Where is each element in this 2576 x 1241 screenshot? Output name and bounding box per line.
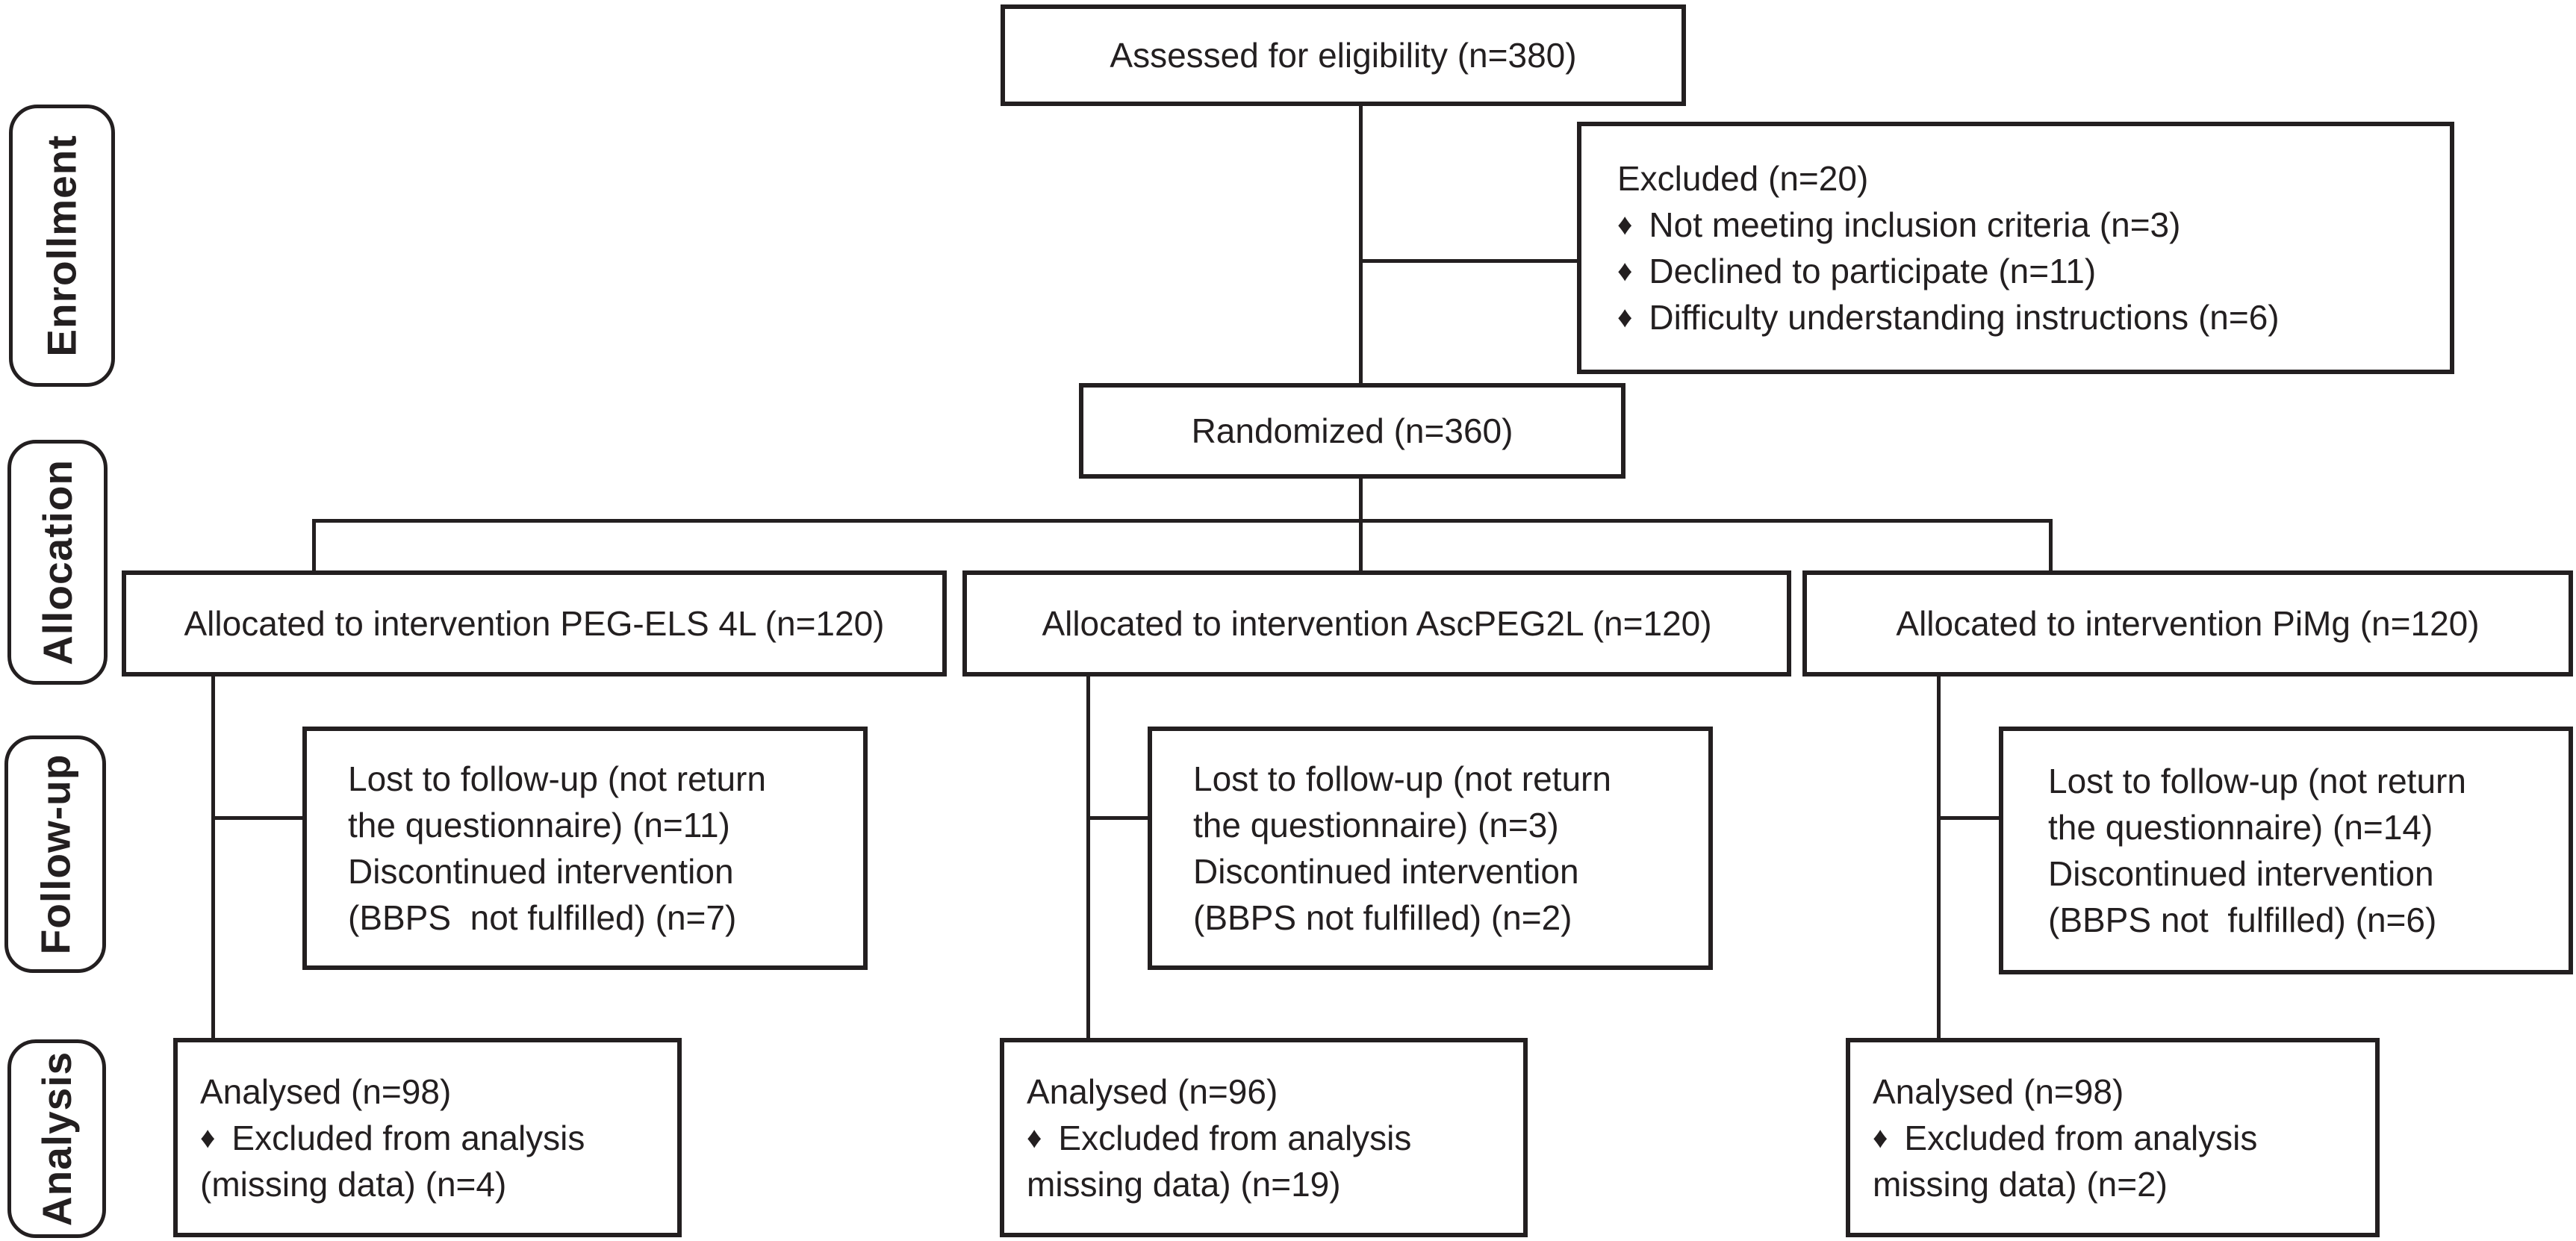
stage-label-enrollment-text: Enrollment (39, 134, 85, 357)
followup-box-arm1: Lost to follow-up (not return the questi… (302, 727, 868, 970)
allocation-text: Allocated to intervention PEG-ELS 4L (n=… (184, 604, 885, 643)
followup-line: the questionnaire) (n=3) (1193, 806, 1559, 845)
followup-line: Discontinued intervention (1193, 852, 1579, 891)
connector-assessed-to-randomized (1359, 105, 1363, 385)
connector-arm2-vertical (1086, 674, 1090, 1040)
analysis-bullet-row: ♦ Excluded from analysis (1873, 1115, 2257, 1161)
followup-line: Lost to follow-up (not return (2048, 762, 2466, 800)
excluded-bullet-text: Difficulty understanding instructions (n… (1649, 298, 2280, 337)
excluded-title: Excluded (n=20) (1617, 159, 1869, 198)
stage-label-allocation-text: Allocation (34, 459, 81, 665)
connector-arm1-followup-branch (211, 816, 305, 820)
analysis-excluded-text: Excluded from analysis (1058, 1118, 1412, 1157)
connector-drop-arm3 (2049, 519, 2053, 573)
allocation-box-pimg: Allocated to intervention PiMg (n=120) (1802, 570, 2573, 677)
analysis-excluded-detail: missing data) (n=2) (1873, 1164, 2168, 1204)
analysis-excluded-text: Excluded from analysis (1904, 1118, 2258, 1157)
stage-label-analysis: Analysis (7, 1039, 106, 1238)
analysed-line: Analysed (n=98) (1873, 1072, 2124, 1111)
followup-line: the questionnaire) (n=14) (2048, 808, 2433, 847)
analysed-line: Analysed (n=98) (200, 1072, 452, 1111)
followup-box-arm3: Lost to follow-up (not return the questi… (1999, 727, 2573, 974)
excluded-bullet-text: Not meeting inclusion criteria (n=3) (1649, 205, 2181, 244)
connector-drop-arm1 (312, 519, 316, 573)
allocation-text: Allocated to intervention PiMg (n=120) (1896, 604, 2480, 643)
connector-arm1-vertical (211, 674, 215, 1040)
analysis-excluded-detail: (missing data) (n=4) (200, 1164, 507, 1204)
diamond-bullet-icon: ♦ (1873, 1121, 1888, 1154)
stage-label-allocation: Allocation (7, 440, 108, 685)
diamond-bullet-icon: ♦ (1617, 208, 1633, 241)
followup-box-arm2: Lost to follow-up (not return the questi… (1148, 727, 1713, 970)
allocation-text: Allocated to intervention AscPEG2L (n=12… (1042, 604, 1712, 643)
connector-excluded-branch (1359, 259, 1579, 263)
excluded-bullet-row: ♦ Not meeting inclusion criteria (n=3) (1617, 202, 2180, 248)
connector-distribution-line (312, 519, 2053, 523)
analysis-bullet-row: ♦ Excluded from analysis (1027, 1115, 1411, 1161)
excluded-bullet-text: Declined to participate (n=11) (1649, 252, 2097, 290)
followup-line: Discontinued intervention (348, 852, 734, 891)
stage-label-followup: Follow-up (4, 735, 106, 973)
followup-line: Lost to follow-up (not return (348, 759, 766, 798)
followup-line: (BBPS not fulfilled) (n=7) (348, 898, 737, 937)
analysis-box-arm1: Analysed (n=98) ♦Excluded from analysis … (173, 1038, 682, 1237)
analysis-box-arm3: Analysed (n=98) ♦Excluded from analysis … (1846, 1038, 2380, 1237)
analysed-line: Analysed (n=96) (1027, 1072, 1278, 1111)
diamond-bullet-icon: ♦ (1617, 255, 1633, 287)
assessed-eligibility-box: Assessed for eligibility (n=380) (1001, 4, 1686, 106)
excluded-bullet-row: ♦ Difficulty understanding instructions (… (1617, 294, 2280, 340)
allocation-box-peg-els: Allocated to intervention PEG-ELS 4L (n=… (122, 570, 947, 677)
analysis-bullet-row: ♦ Excluded from analysis (200, 1115, 585, 1161)
diamond-bullet-icon: ♦ (1027, 1121, 1042, 1154)
followup-line: (BBPS not fulfilled) (n=2) (1193, 898, 1572, 937)
stage-label-analysis-text: Analysis (34, 1051, 81, 1227)
followup-line: the questionnaire) (n=11) (348, 806, 730, 845)
analysis-excluded-text: Excluded from analysis (231, 1118, 585, 1157)
diamond-bullet-icon: ♦ (200, 1121, 216, 1154)
assessed-eligibility-text: Assessed for eligibility (n=380) (1110, 36, 1577, 75)
followup-line: Discontinued intervention (2048, 854, 2434, 893)
diamond-bullet-icon: ♦ (1617, 301, 1633, 334)
excluded-bullet-row: ♦ Declined to participate (n=11) (1617, 248, 2096, 294)
connector-arm3-followup-branch (1937, 816, 2003, 820)
stage-label-followup-text: Follow-up (32, 753, 79, 955)
analysis-excluded-detail: missing data) (n=19) (1027, 1164, 1341, 1204)
connector-arm3-vertical (1937, 674, 1941, 1040)
analysis-box-arm2: Analysed (n=96) ♦Excluded from analysis … (1000, 1038, 1528, 1237)
randomized-text: Randomized (n=360) (1191, 411, 1513, 450)
followup-line: Lost to follow-up (not return (1193, 759, 1611, 798)
stage-label-enrollment: Enrollment (9, 105, 115, 387)
connector-randomized-to-allocation (1359, 478, 1363, 573)
connector-arm2-followup-branch (1086, 816, 1151, 820)
allocation-box-ascpeg: Allocated to intervention AscPEG2L (n=12… (962, 570, 1791, 677)
randomized-box: Randomized (n=360) (1079, 383, 1625, 479)
followup-line: (BBPS not fulfilled) (n=6) (2048, 901, 2437, 939)
excluded-box: Excluded (n=20) ♦ Not meeting inclusion c… (1577, 122, 2454, 374)
